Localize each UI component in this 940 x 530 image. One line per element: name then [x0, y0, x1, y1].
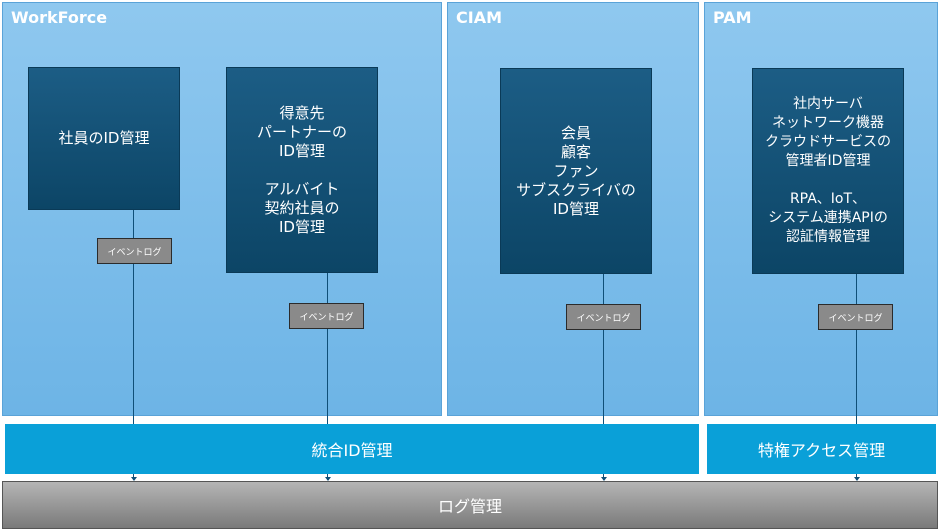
box-line: 契約社員の [264, 198, 340, 217]
box-line: サブスクライバの [516, 180, 636, 199]
arrow-down-icon [854, 477, 860, 481]
workforce-title: WorkForce [11, 8, 108, 27]
event-log-tag-ciam: イベントログ [566, 304, 641, 330]
box-line: 顧客 [560, 142, 591, 161]
box-line: 社員のID管理 [58, 129, 150, 147]
arrow-down-icon [325, 477, 331, 481]
box-line: RPA、IoT、 [789, 191, 867, 207]
arrow-down-icon [131, 477, 137, 481]
event-log-tag-employee: イベントログ [97, 238, 172, 264]
connector-ciam [603, 274, 604, 480]
box-line: アルバイト [264, 179, 340, 198]
pam-id-box: 社内サーバ ネットワーク機器 クラウドサービスの 管理者ID管理 RPA、IoT… [752, 68, 904, 274]
event-log-tag-partner: イベントログ [289, 303, 364, 329]
employee-id-box: 社員のID管理 [28, 67, 180, 210]
integrated-id-management-bar: 統合ID管理 [5, 424, 699, 474]
box-line: クラウドサービスの [765, 134, 891, 150]
privileged-access-management-bar: 特権アクセス管理 [707, 424, 936, 474]
box-line: ファン [553, 161, 599, 180]
box-line: 管理者ID管理 [785, 153, 871, 169]
box-line: ID管理 [279, 141, 325, 160]
ciam-title: CIAM [456, 8, 502, 27]
event-log-tag-pam: イベントログ [818, 304, 893, 330]
log-management-bar: ログ管理 [2, 481, 938, 529]
box-line: ID管理 [553, 199, 599, 218]
box-line: 認証情報管理 [786, 229, 870, 245]
box-line: 会員 [560, 123, 591, 142]
connector-pam [856, 274, 857, 480]
ciam-id-box: 会員 顧客 ファン サブスクライバの ID管理 [500, 68, 652, 274]
box-line: システム連携APIの [768, 210, 888, 226]
ciam-panel: CIAM [447, 2, 699, 416]
connector-partner [327, 273, 328, 480]
connector-employee [133, 210, 134, 480]
arrow-down-icon [601, 477, 607, 481]
box-line: パートナーの [256, 122, 347, 141]
box-line: 社内サーバ [793, 96, 863, 112]
box-line: ネットワーク機器 [772, 115, 884, 131]
box-line: ID管理 [279, 217, 325, 236]
partner-id-box: 得意先 パートナーの ID管理 アルバイト 契約社員の ID管理 [226, 67, 378, 273]
box-line: 得意先 [279, 103, 325, 122]
pam-title: PAM [713, 8, 752, 27]
